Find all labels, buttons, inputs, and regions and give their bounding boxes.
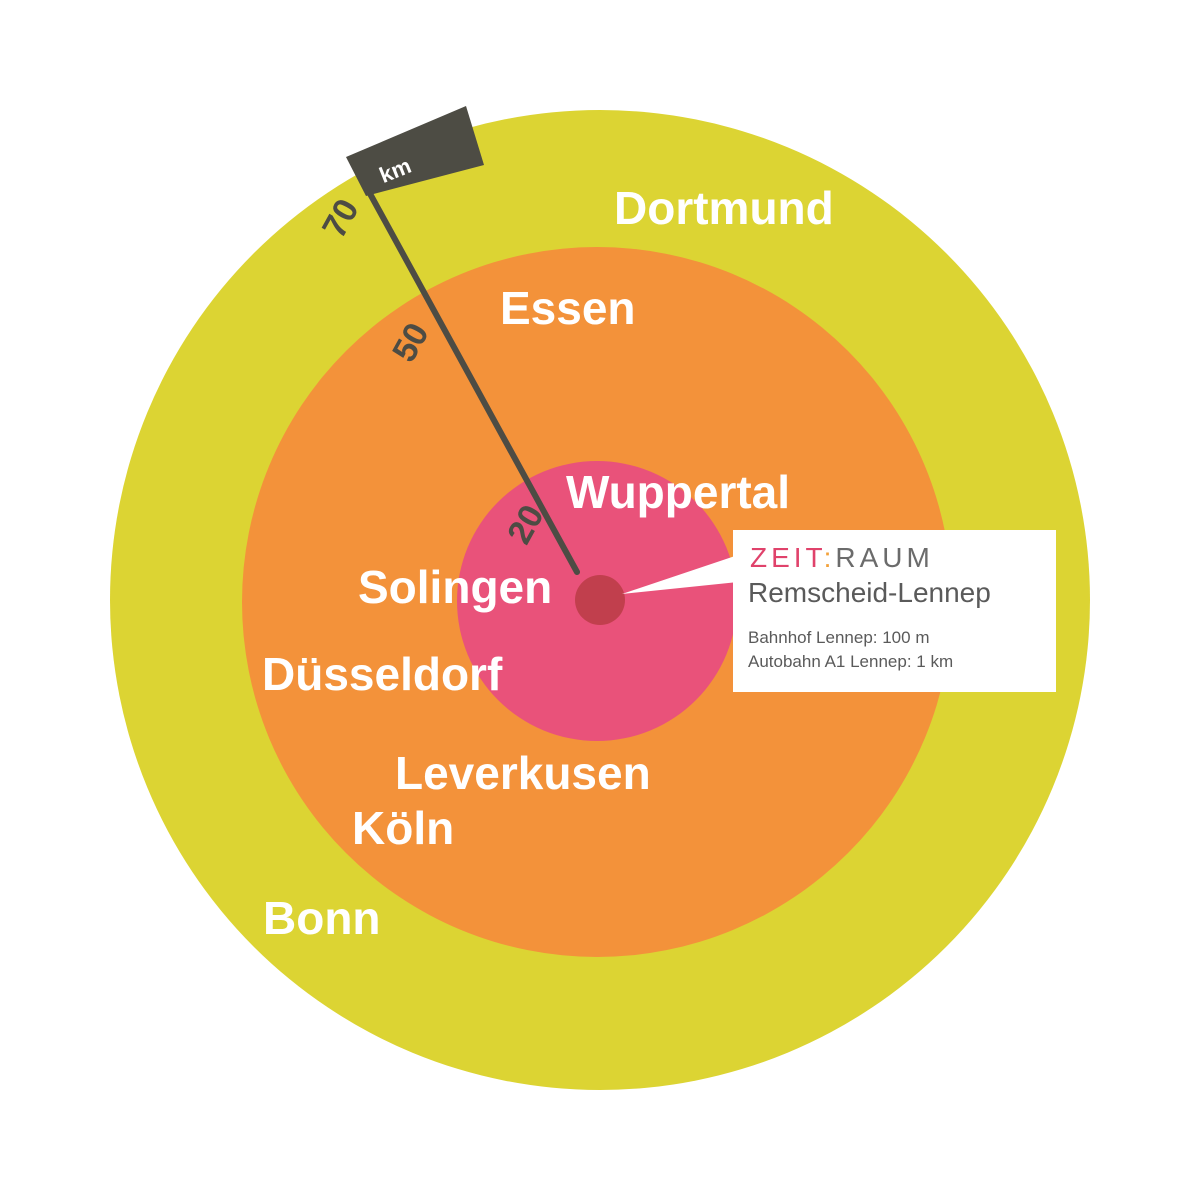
city-label-duesseldorf: Düsseldorf <box>262 648 503 700</box>
scale-pole <box>365 187 580 575</box>
city-label-essen: Essen <box>500 282 636 334</box>
city-label-solingen: Solingen <box>358 561 552 613</box>
brand-logo-part1: ZEIT <box>750 542 824 573</box>
callout-info-autobahn: Autobahn A1 Lennep: 1 km <box>748 652 953 671</box>
callout-place: Remscheid-Lennep <box>748 577 991 608</box>
callout-pointer <box>622 555 738 594</box>
brand-logo-part2: RAUM <box>835 542 933 573</box>
brand-logo-separator: : <box>824 542 836 573</box>
city-label-bonn: Bonn <box>263 892 381 944</box>
city-label-dortmund: Dortmund <box>614 182 834 234</box>
city-label-koeln: Köln <box>352 802 454 854</box>
scale-flag <box>346 106 484 196</box>
city-label-wuppertal: Wuppertal <box>566 466 790 518</box>
brand-logo: ZEIT:RAUM <box>750 542 934 573</box>
center-point <box>575 575 625 625</box>
callout-info-station: Bahnhof Lennep: 100 m <box>748 628 929 647</box>
callout-box <box>733 530 1056 692</box>
city-label-leverkusen: Leverkusen <box>395 747 651 799</box>
